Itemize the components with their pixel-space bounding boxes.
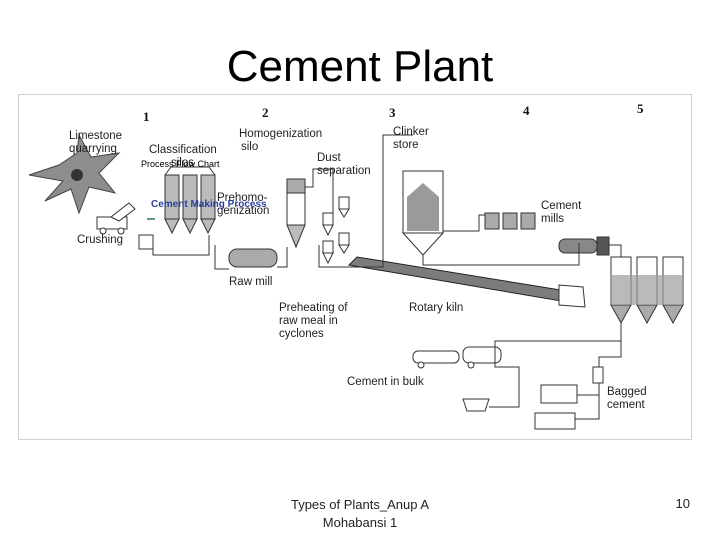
label-prehomo: Prehomo- [217,192,268,204]
stage-number-4: 4 [523,103,530,118]
clinker-store-icon [401,170,445,256]
homogenization-silo-icon [286,178,306,249]
label-dust: Dust [317,152,341,164]
page-number: 10 [675,496,690,511]
label-silo: silo [241,141,258,153]
label-cyclones: cyclones [279,328,324,340]
slide-footer: Types of Plants_Anup A Mohabansi 1 [290,497,430,530]
stage-number-2: 2 [262,105,269,120]
label-bagged: Bagged [607,386,647,398]
stage-number-5: 5 [637,101,644,116]
bagged-cement-vehicles-icon [534,384,578,430]
label-silos: silos [171,157,194,169]
label-classification: Classification [149,144,217,156]
raw-mill-icon [228,248,278,268]
label-preheating: Preheating of [279,302,348,314]
preheater-cyclones-icon [322,196,350,265]
dump-truck-icon [96,202,136,235]
label-cement-in-bulk: Cement in bulk [347,376,424,388]
packing-station-icon [592,366,604,384]
cement-process-diagram: 1 2 3 4 5 [18,94,692,440]
label-rotary-kiln: Rotary kiln [409,302,463,314]
label-genization: genization [217,205,269,217]
label-bagged-cement: cement [607,399,646,411]
overlay-cement-making-process: Cement Making Process [151,199,267,210]
cement-storage-silos-icon [610,256,684,325]
label-quarrying: quarrying [69,143,117,155]
label-crushing: Crushing [77,234,123,246]
stage-number-3: 3 [389,105,396,120]
cement-mills-icon [484,212,610,256]
flow-connectors [152,134,622,420]
bulk-cement-trucks-icon [412,346,502,369]
stage-number-1: 1 [143,109,150,124]
overlay-process-flow-chart: Process Flow Chart [141,159,220,169]
crusher-icon [138,234,154,250]
slide-title: Cement Plant [226,42,494,91]
label-raw-meal-in: raw meal in [279,315,338,327]
rotary-kiln-icon [347,256,586,308]
label-limestone: Limestone [69,130,122,142]
label-clinker: Clinker [393,126,429,138]
label-separation: separation [317,165,371,177]
label-cement: Cement [541,200,582,212]
quarry-blast-icon [28,133,121,215]
classification-silos-icon [164,166,216,235]
label-raw-mill: Raw mill [229,276,272,288]
label-mills: mills [541,213,564,225]
label-store: store [393,139,419,151]
label-homogenization: Homogenization [239,128,322,140]
cement-ship-icon [462,398,490,412]
